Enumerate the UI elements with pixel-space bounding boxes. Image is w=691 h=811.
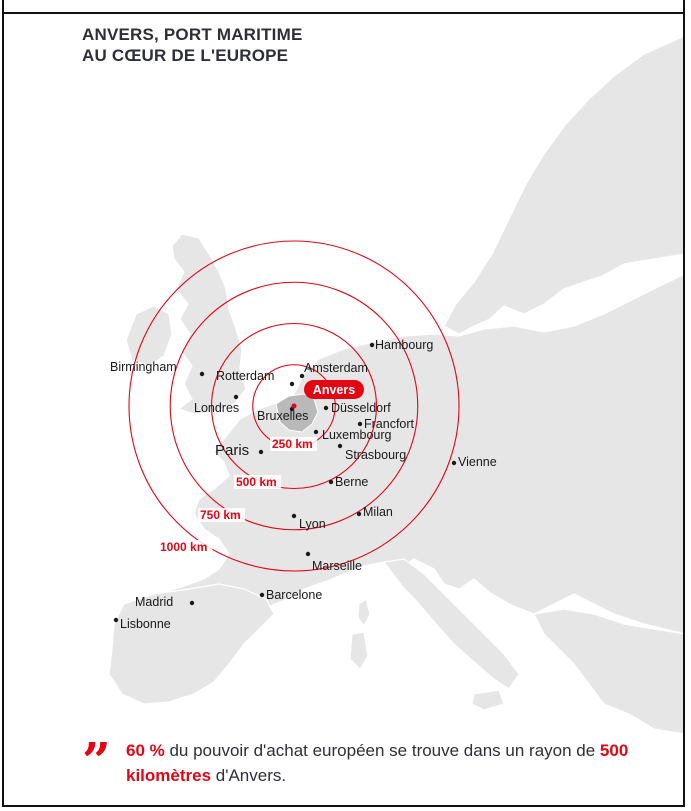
- city-label-barcelone: Barcelone: [266, 588, 322, 602]
- city-label-rotterdam: Rotterdam: [216, 369, 274, 383]
- city-label-londres: Londres: [194, 401, 239, 415]
- city-dot-paris: [258, 449, 264, 455]
- page-title: ANVERS, PORT MARITIME AU CŒUR DE L'EUROP…: [82, 24, 303, 66]
- city-label-lisbonne: Lisbonne: [120, 617, 171, 631]
- city-label-hambourg: Hambourg: [375, 338, 433, 352]
- ring-label-250km: 250 km: [272, 437, 313, 451]
- city-dot-barcelone: [259, 592, 265, 598]
- quote-mark-icon: ”: [82, 731, 111, 790]
- benelux-region: [275, 393, 319, 433]
- anvers-pill: [304, 380, 364, 399]
- city-dot-vienne: [451, 460, 457, 466]
- city-label-paris: Paris: [215, 442, 249, 459]
- city-dot-londres: [233, 394, 239, 400]
- city-dot-madrid: [189, 600, 195, 606]
- land-balkans: [533, 608, 683, 735]
- ring-label-bg-1000: [158, 540, 213, 554]
- land-italy: [382, 558, 520, 690]
- quote-percentage: 60 %: [126, 741, 165, 760]
- europe-map: 250 km 500 km 750 km 1000 km HambourgAmster…: [108, 36, 683, 735]
- land-scandinavia: [443, 36, 683, 335]
- city-dot-amsterdam: [299, 373, 305, 379]
- city-dot-lisbonne: [113, 617, 119, 623]
- city-dot-luxembourg: [313, 429, 319, 435]
- city-dot-lyon: [291, 513, 297, 519]
- city-label-strasbourg: Strasbourg: [345, 448, 406, 462]
- land-ireland: [125, 305, 173, 367]
- land-corsica: [357, 598, 371, 628]
- city-label-dusseldorf: Düsseldorf: [331, 401, 391, 415]
- land-great-britain: [171, 233, 247, 415]
- ring-label-750km: 750 km: [200, 508, 241, 522]
- city-label-milan: Milan: [363, 505, 393, 519]
- city-dot-francfort: [357, 421, 363, 427]
- title-line-2: AU CŒUR DE L'EUROPE: [82, 46, 289, 65]
- city-dot-berne: [328, 479, 334, 485]
- city-dot-rotterdam: [289, 381, 295, 387]
- city-label-bruxelles: Bruxelles: [257, 409, 308, 423]
- anvers-marker: Anvers: [291, 380, 364, 409]
- city-label-lyon: Lyon: [299, 517, 326, 531]
- city-dot-dusseldorf: [323, 405, 329, 411]
- city-dot-hambourg: [369, 342, 375, 348]
- quote-text: 60 % du pouvoir d'achat européen se trou…: [126, 738, 666, 788]
- city-dot-birmingham: [199, 371, 205, 377]
- quote-text-part-2: d'Anvers.: [211, 766, 287, 785]
- anvers-dot: [291, 403, 297, 409]
- city-label-amsterdam: Amsterdam: [304, 361, 368, 375]
- land-masses: [108, 36, 683, 735]
- city-label-vienne: Vienne: [458, 455, 497, 469]
- ring-500km: [210, 322, 378, 490]
- city-dot-strasbourg: [337, 443, 343, 449]
- city-label-luxembourg: Luxembourg: [322, 428, 392, 442]
- land-sardinia: [349, 631, 369, 670]
- land-sicily: [471, 689, 505, 711]
- city-label-birmingham: Birmingham: [110, 360, 177, 374]
- ring-750km: [169, 281, 419, 531]
- ring-label-bg-500: [234, 475, 282, 489]
- quote-text-part-1: du pouvoir d'achat européen se trouve da…: [164, 741, 600, 760]
- title-line-1: ANVERS, PORT MARITIME: [82, 25, 303, 44]
- city-dot-milan: [356, 511, 362, 517]
- top-border: [2, 0, 685, 12]
- land-iberia: [108, 583, 275, 705]
- anvers-label: Anvers: [313, 383, 355, 397]
- ring-label-500km: 500 km: [236, 475, 277, 489]
- city-dot-marseille: [305, 551, 311, 557]
- city-label-berne: Berne: [335, 475, 368, 489]
- ring-label-1000km: 1000 km: [160, 540, 207, 554]
- city-label-francfort: Francfort: [364, 417, 415, 431]
- city-label-madrid: Madrid: [135, 595, 173, 609]
- ring-label-bg-250: [270, 437, 318, 451]
- ring-label-bg-750: [198, 508, 246, 522]
- ring-labels: 250 km 500 km 750 km 1000 km: [158, 437, 318, 554]
- quote-distance: 500 kilomètres: [126, 741, 629, 785]
- ring-1000km: [128, 240, 460, 572]
- city-label-marseille: Marseille: [312, 559, 362, 573]
